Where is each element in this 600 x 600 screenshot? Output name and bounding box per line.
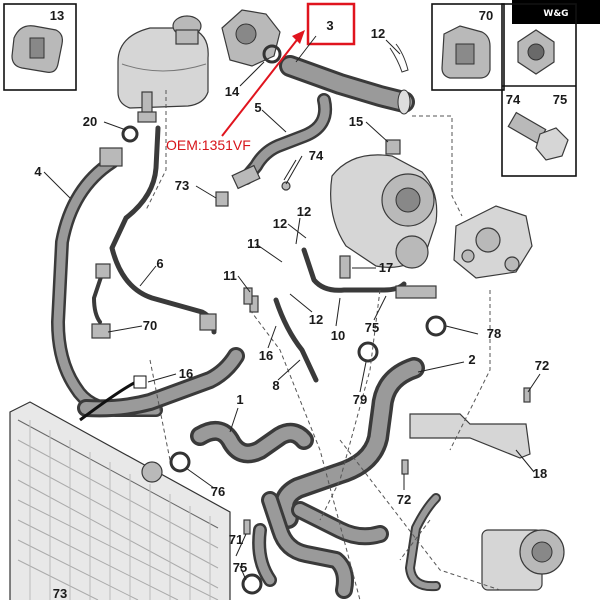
callout-8: 8 [272, 378, 279, 393]
callout-12-a: 12 [273, 216, 287, 231]
hose-16 [77, 347, 245, 422]
callout-75-inset: 75 [553, 92, 567, 107]
bracket-18 [409, 413, 531, 459]
callout-13: 12 [371, 26, 385, 41]
inset-box-70 [431, 3, 505, 91]
callout-70: 70 [143, 318, 157, 333]
callout-11-a: 11 [247, 236, 261, 251]
water-outlet-housing [453, 205, 533, 279]
callout-5: 5 [254, 100, 261, 115]
callout-72-mid: 72 [397, 492, 411, 507]
hose-5 [231, 93, 332, 190]
callout-16-inset: 13 [50, 8, 64, 23]
callout-1: 1 [236, 392, 243, 407]
callout-10: 10 [331, 328, 345, 343]
expansion-tank [117, 15, 209, 123]
callout-73: 73 [175, 178, 189, 193]
callout-16: 16 [179, 366, 193, 381]
callout-78: 78 [487, 326, 501, 341]
lower-hose-cluster [252, 491, 389, 599]
hose-2 [273, 357, 425, 529]
callout-74: 74 [309, 148, 324, 163]
inset-box-16 [3, 3, 77, 91]
inset-box-74-75 [501, 3, 577, 177]
callout-12-b: 12 [297, 204, 311, 219]
callout-14: 14 [225, 84, 240, 99]
callout-12-d: 16 [259, 348, 273, 363]
pipe-6 [91, 125, 217, 339]
callout-6: 6 [156, 256, 163, 271]
callout-72-right: 72 [535, 358, 549, 373]
clips [121, 43, 531, 595]
oem-note: OEM:1351VF [166, 137, 251, 153]
brand-label: W&G [543, 9, 568, 19]
thermostat-housing [221, 9, 282, 67]
dashed-lines [145, 90, 501, 600]
hose-3 [279, 55, 415, 115]
callout-3: 3 [326, 18, 333, 33]
hose-4 [51, 147, 163, 417]
highlight-callout-3 [221, 2, 356, 137]
callout-70-inset: 70 [479, 8, 493, 23]
oil-cooler [481, 529, 565, 591]
callout-76: 76 [211, 484, 225, 499]
callout-74-inset: 74 [506, 92, 521, 107]
callout-71: 71 [229, 532, 243, 547]
callout-12-c: 12 [309, 312, 323, 327]
radiator [9, 401, 231, 600]
pipe-10 [273, 247, 437, 383]
leader-lines [43, 35, 541, 581]
callout-17: 17 [379, 260, 393, 275]
callout-15: 15 [349, 114, 363, 129]
callout-4: 4 [34, 164, 42, 179]
callout-labels: 13 70 74 75 3 12 14 5 15 20 4 74 73 6 70… [34, 8, 567, 600]
callout-75-bottom: 75 [233, 560, 247, 575]
callout-79: 79 [353, 392, 367, 407]
callout-73-bottom: 73 [53, 586, 67, 600]
hose-to-oil-cooler [405, 493, 441, 592]
hose-1 [190, 420, 314, 464]
turbocharger [330, 139, 438, 269]
callout-11-b: 11 [223, 268, 237, 283]
callout-75: 75 [365, 320, 379, 335]
callout-2: 2 [468, 352, 475, 367]
callout-18: 18 [533, 466, 547, 481]
callout-20: 20 [83, 114, 97, 129]
